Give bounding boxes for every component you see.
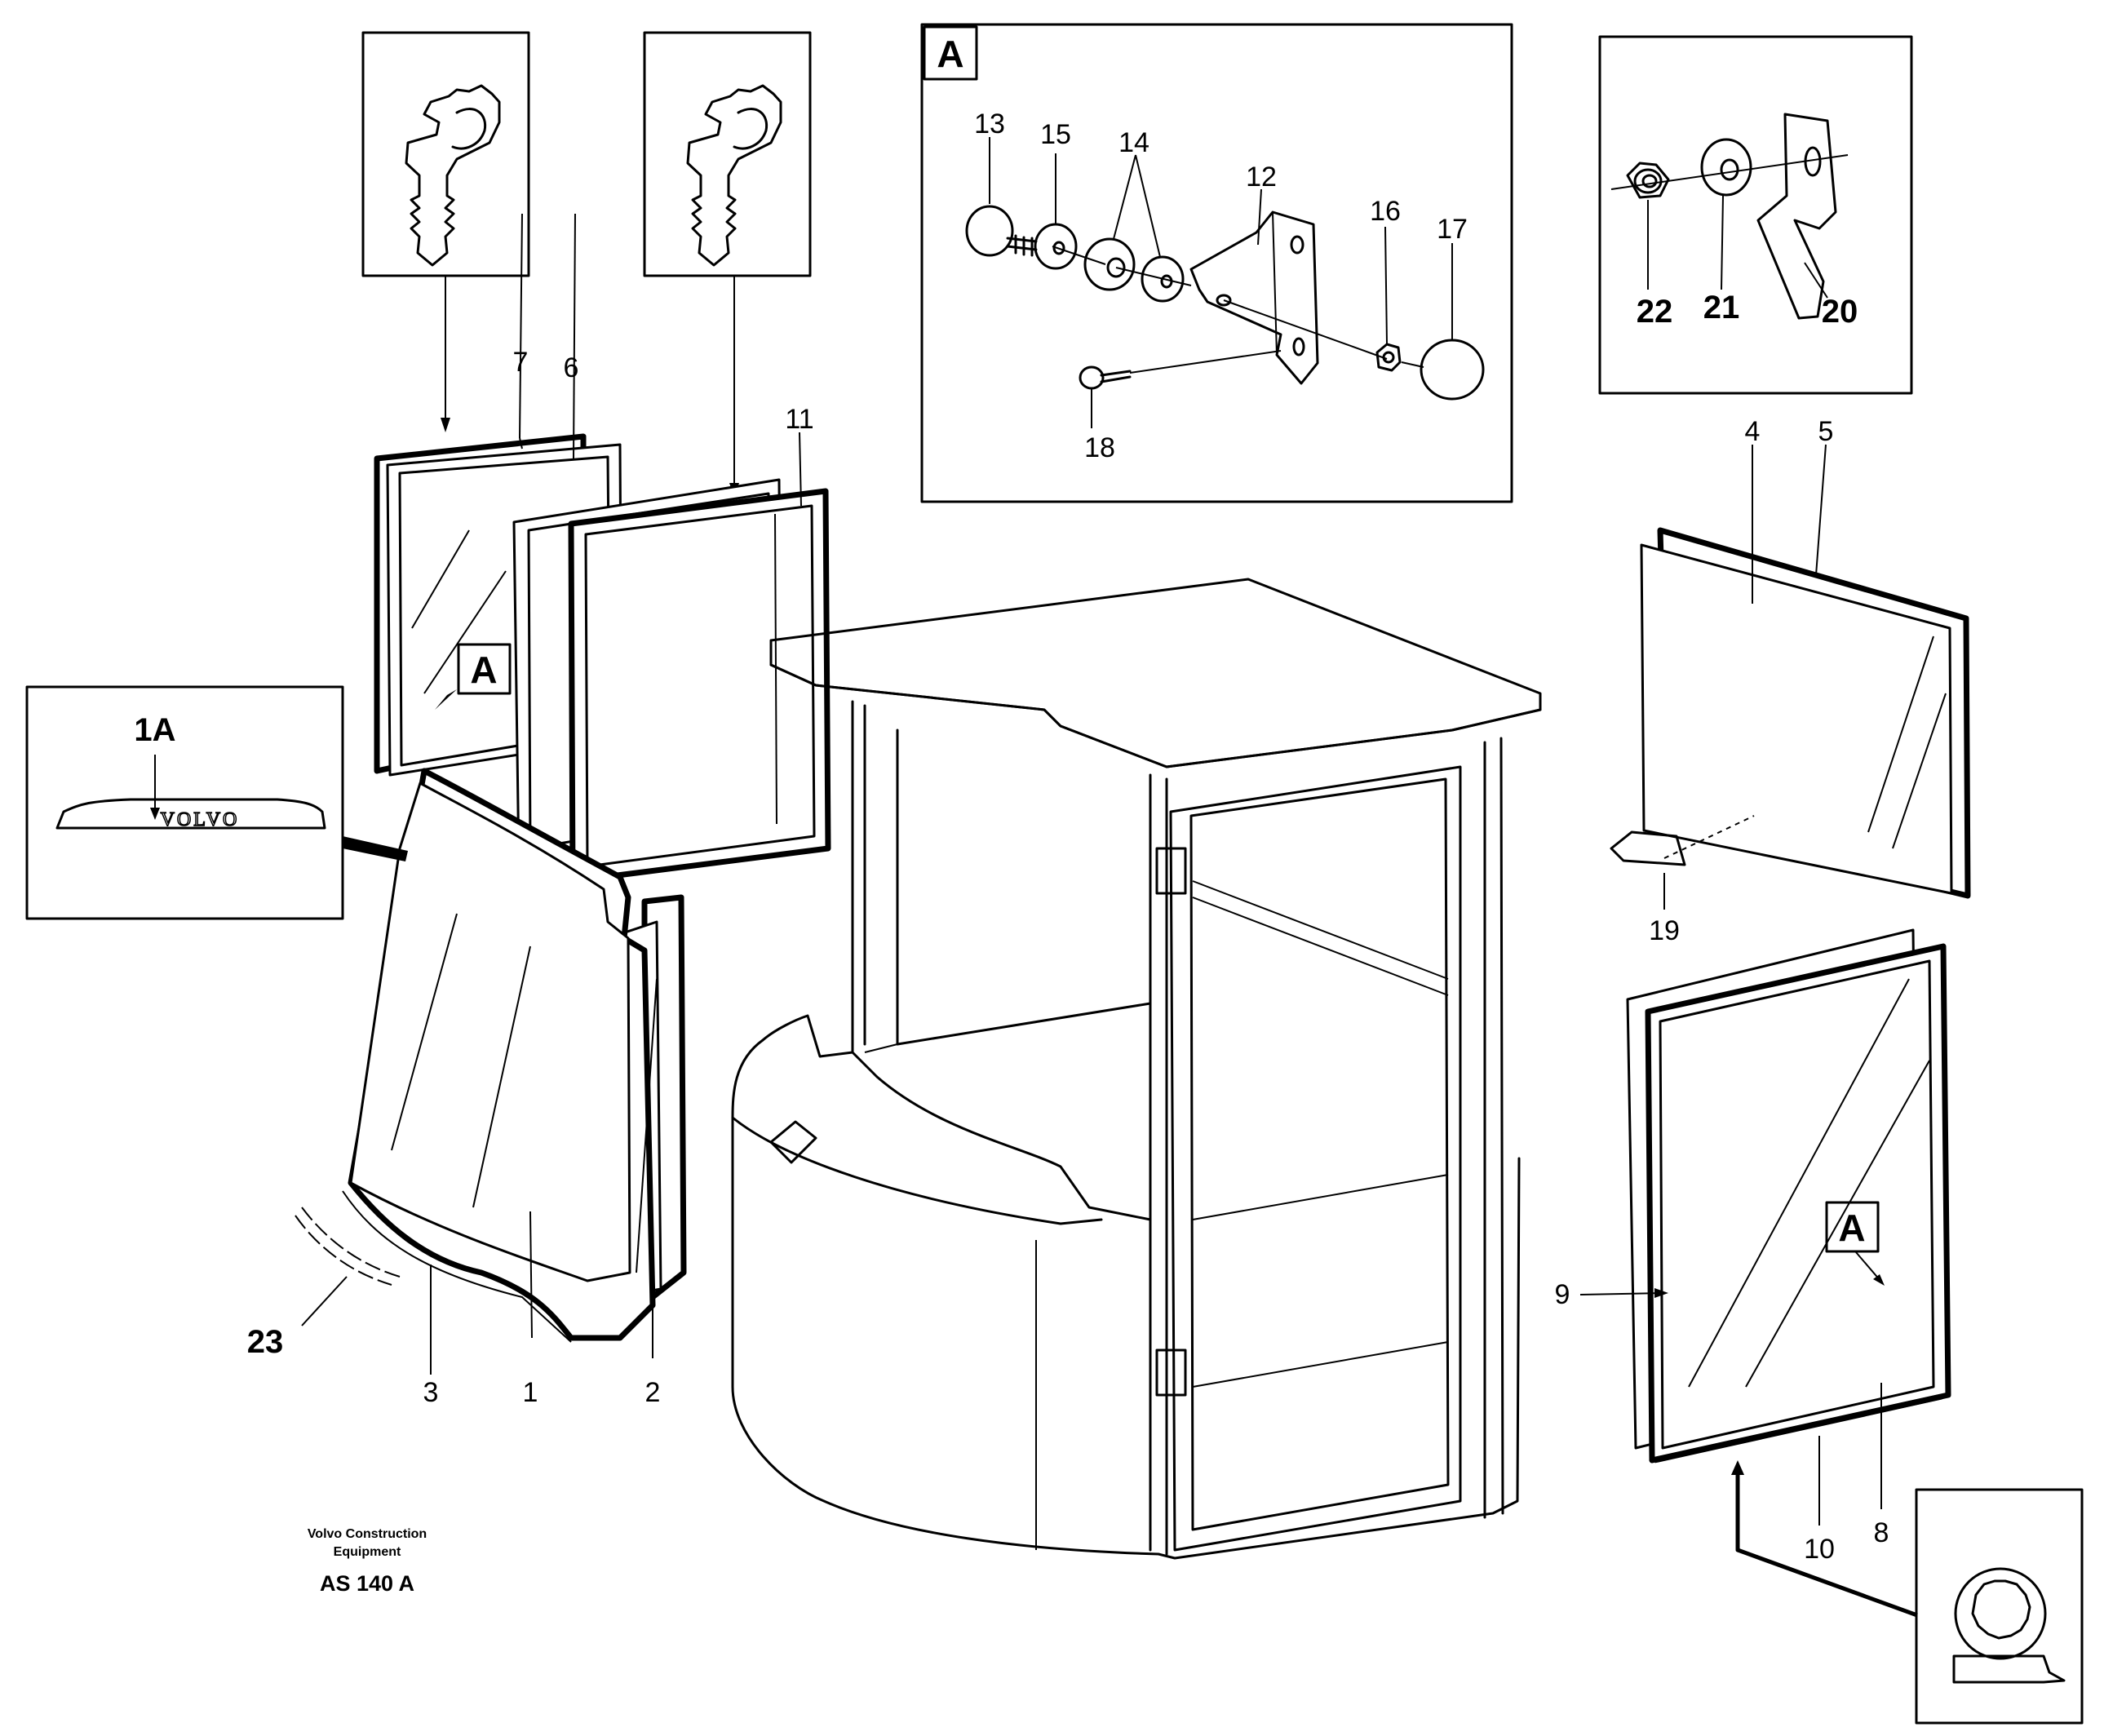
callout-1A: 1A <box>134 712 175 748</box>
callout-15: 15 <box>1040 119 1071 150</box>
rear-window-11: 11 <box>512 404 831 884</box>
caption-line-2: Equipment <box>334 1545 401 1559</box>
callout-9: 9 <box>1555 1279 1570 1310</box>
seal-profile-detail-middle <box>643 31 812 498</box>
marker-a-left-window: A <box>470 649 497 691</box>
callout-23: 23 <box>247 1324 284 1360</box>
marker-a-door-window: A <box>1838 1207 1865 1249</box>
caption-line-1: Volvo Construction <box>308 1527 427 1541</box>
callout-4: 4 <box>1745 416 1761 447</box>
callout-16: 16 <box>1370 196 1401 227</box>
cab-body <box>731 578 1542 1560</box>
callout-5: 5 <box>1818 416 1834 447</box>
detail-a-box: A <box>920 23 1513 503</box>
callout-22: 22 <box>1637 294 1673 330</box>
callout-18: 18 <box>1084 432 1115 463</box>
callout-1: 1 <box>523 1377 538 1408</box>
callout-17: 17 <box>1437 214 1468 245</box>
caption-code: AS 140 A <box>320 1571 414 1596</box>
callout-8: 8 <box>1874 1517 1889 1548</box>
callout-13: 13 <box>974 108 1005 140</box>
detail-nut-washer-bracket-box: 22 21 20 <box>1598 35 1913 395</box>
door-window-8-9-10: 9 10 8 A <box>1555 928 1951 1565</box>
logo-detail-box: 1A VOLVO <box>25 685 408 920</box>
callout-21: 21 <box>1703 290 1740 326</box>
detail-a-box-letter: A <box>937 33 963 75</box>
callout-19: 19 <box>1649 915 1680 946</box>
callout-7: 7 <box>513 347 529 378</box>
volvo-logo-text: VOLVO <box>161 809 240 830</box>
side-window-4-5: 4 5 19 <box>1610 416 1971 946</box>
seal-profile-detail-left <box>361 31 530 432</box>
callout-2: 2 <box>645 1377 661 1408</box>
callout-11: 11 <box>785 404 813 435</box>
callout-6: 6 <box>564 352 579 383</box>
callout-3: 3 <box>423 1377 439 1408</box>
callout-10: 10 <box>1804 1534 1835 1565</box>
windscreen-1: 1 2 3 23 <box>247 768 687 1408</box>
callout-14: 14 <box>1118 127 1149 158</box>
callout-12: 12 <box>1246 162 1277 193</box>
figure-caption: Volvo Construction Equipment AS 140 A <box>308 1527 427 1596</box>
callout-20: 20 <box>1822 294 1858 330</box>
seal-profile-detail-bottom <box>1731 1460 2084 1725</box>
